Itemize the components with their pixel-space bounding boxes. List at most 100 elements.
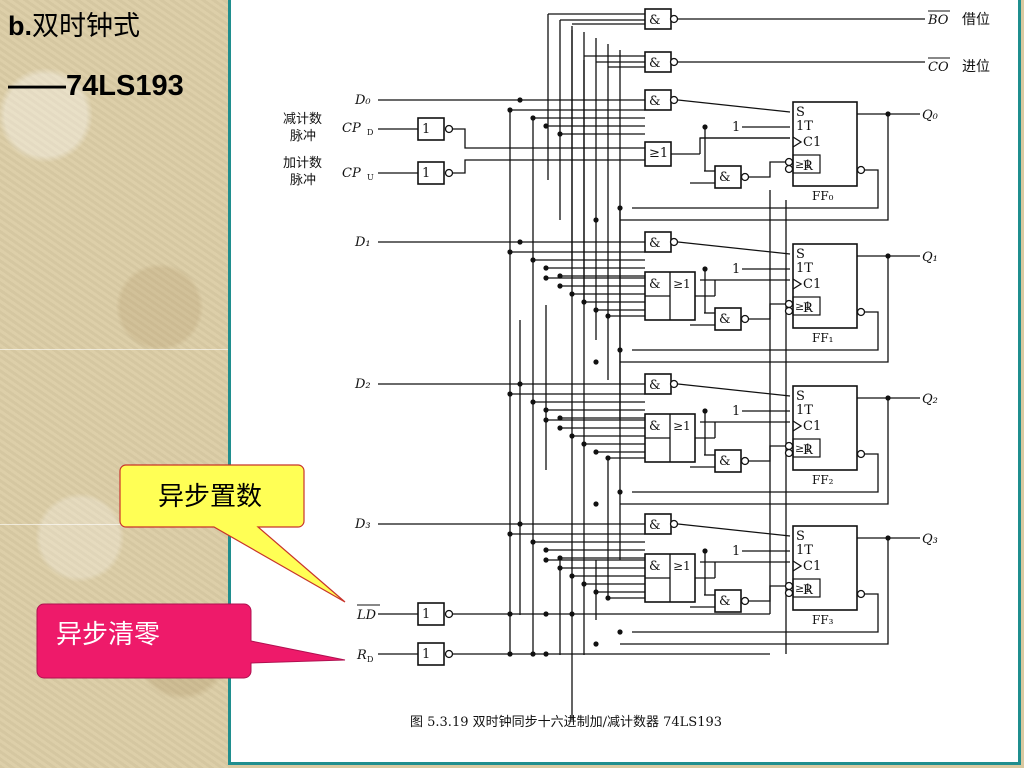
junction-dot: [617, 629, 623, 635]
ff-pin-t: 1T: [796, 119, 813, 134]
reset-inverter: [417, 642, 445, 666]
q-output-label: Q₂: [922, 392, 938, 407]
down-clock-inverter: [417, 117, 445, 141]
up-pulse-label: 加计数: [283, 156, 322, 171]
junction-dot: [543, 547, 549, 553]
junction-dot: [530, 539, 536, 545]
inversion-bubble: [856, 589, 866, 599]
junction-dot: [569, 573, 575, 579]
down-pulse-label: 减计数: [283, 112, 322, 127]
inversion-bubble: [669, 95, 679, 105]
inversion-bubble: [444, 609, 454, 619]
inversion-bubble: [784, 306, 794, 316]
inversion-bubble: [784, 448, 794, 458]
gate-symbol: 1: [422, 607, 430, 622]
carry-label: 进位: [962, 59, 990, 75]
wire: [632, 593, 879, 633]
ff-pin-s: S: [796, 529, 805, 544]
gate-symbol: &: [649, 518, 661, 533]
down-pulse-label: 脉冲: [290, 129, 316, 144]
junction-dot: [569, 433, 575, 439]
junction-dot: [543, 417, 549, 423]
junction-dot: [517, 521, 523, 527]
junction-dot: [569, 611, 575, 617]
junction-dot: [885, 111, 891, 117]
junction-dot: [885, 395, 891, 401]
borrow-label: 借位: [962, 12, 990, 28]
junction-dot: [593, 449, 599, 455]
junction-dot: [617, 205, 623, 211]
title-text: 双时钟式: [32, 11, 140, 41]
wire: [620, 256, 889, 363]
junction-dot: [569, 291, 575, 297]
inversion-bubble: [669, 57, 679, 67]
wire: [632, 169, 879, 209]
junction-dot: [543, 557, 549, 563]
down-clock-sub: D: [367, 128, 373, 137]
up-pulse-label: 脉冲: [290, 173, 316, 188]
inversion-bubble: [784, 441, 794, 451]
inversion-bubble: [669, 379, 679, 389]
reset-sub: D: [367, 655, 373, 664]
wire: [632, 453, 879, 493]
q-output-label: Q₃: [922, 532, 938, 547]
inversion-bubble: [856, 307, 866, 317]
junction-dot: [593, 307, 599, 313]
ff-pin-t: 1T: [796, 403, 813, 418]
wire: [749, 303, 786, 320]
carry-signal-text: CO: [928, 60, 949, 75]
circuit-wires: [378, 13, 925, 720]
inversion-bubble: [444, 649, 454, 659]
junction-dot: [593, 217, 599, 223]
gate-symbol: ≥1: [673, 277, 691, 291]
gate-symbol: &: [719, 170, 731, 185]
junction-dot: [543, 123, 549, 129]
gate-symbol: 1: [422, 647, 430, 662]
junction-dot: [507, 611, 513, 617]
junction-dot: [885, 253, 891, 259]
reset-label: R: [356, 648, 367, 663]
wire: [620, 398, 889, 505]
ff-pin-r: R: [803, 301, 814, 316]
reset-or-symbol: ≥1: [795, 300, 811, 313]
borrow-signal-text: BO: [927, 13, 949, 28]
junction-dot: [530, 651, 536, 657]
wire: [699, 137, 790, 154]
clock-triangle: [792, 420, 803, 432]
title-prefix: b.: [8, 11, 32, 41]
reset-or-symbol: ≥1: [795, 442, 811, 455]
junction-dot: [543, 275, 549, 281]
inversion-bubble: [784, 299, 794, 309]
gate-symbol: &: [719, 454, 731, 469]
gate-symbol: ≥1: [673, 419, 691, 433]
wire: [453, 128, 645, 149]
junction-dot: [557, 415, 563, 421]
inversion-bubble: [740, 314, 750, 324]
inversion-bubble: [444, 168, 454, 178]
gate-symbol: &: [649, 277, 661, 292]
reset-or-box: [792, 296, 821, 316]
clock-triangle: [792, 136, 803, 148]
junction-dot: [702, 548, 708, 554]
ff-pin-t: 1T: [796, 261, 813, 276]
junction-dot: [702, 266, 708, 272]
reset-or-box: [792, 154, 821, 174]
junction-dot: [507, 531, 513, 537]
junction-dot: [517, 381, 523, 387]
inversion-bubble: [669, 519, 679, 529]
junction-dot: [557, 283, 563, 289]
clock-triangle: [792, 560, 803, 572]
junction-dot: [530, 115, 536, 121]
inversion-bubble: [740, 596, 750, 606]
gate-symbol: &: [649, 94, 661, 109]
gate-symbol: &: [649, 13, 661, 28]
junction-dot: [530, 257, 536, 263]
junction-dot: [593, 589, 599, 595]
inversion-bubble: [740, 172, 750, 182]
const-one: 1: [732, 262, 740, 277]
ff-pin-c: C1: [803, 559, 821, 574]
flip-flop-label: FF₃: [812, 613, 834, 627]
junction-dot: [557, 273, 563, 279]
